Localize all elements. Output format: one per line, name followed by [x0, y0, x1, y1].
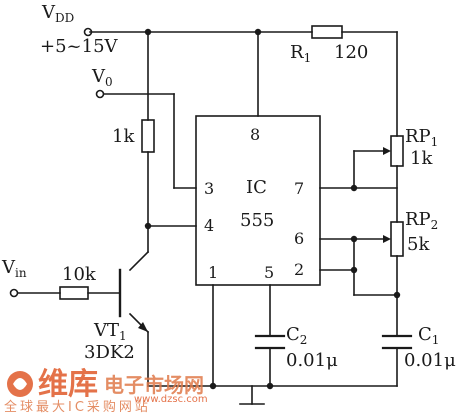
vt1-type: 3DK2: [84, 342, 135, 363]
c2-value: 0.01μ: [286, 350, 338, 371]
rp2-value: 5k: [407, 234, 430, 255]
pin-6-label: 6: [294, 229, 304, 248]
ic-model: 555: [240, 210, 274, 231]
watermark-slogan: 全球最大IC采购网站: [4, 399, 151, 414]
c2-capacitor: [254, 334, 286, 350]
watermark-brand: 维库: [38, 367, 98, 402]
watermark-url: www.dzsc.com: [134, 394, 208, 405]
ic-555-body: [195, 115, 321, 286]
vt1-name: VT1: [93, 320, 127, 343]
rp2-name: RP2: [405, 209, 438, 232]
c1-capacitor: [381, 334, 413, 350]
watermark: 维库 电子市场网 www.dzsc.com 全球最大IC采购网站: [4, 367, 208, 414]
c1-value: 0.01μ: [404, 350, 456, 371]
pin-4-label: 4: [204, 216, 214, 235]
pin-2-label: 2: [294, 260, 304, 279]
vdd-label: VDD: [41, 2, 74, 25]
ic-title: IC: [246, 177, 267, 198]
rp1-potentiometer: [390, 135, 404, 167]
rp2-potentiometer: [390, 221, 404, 257]
rb-value: 10k: [62, 264, 97, 285]
rc-value: 1k: [112, 126, 135, 147]
pin-1-label: 1: [208, 263, 218, 282]
vdd-range: +5~15V: [40, 36, 119, 57]
vin-label: Vin: [1, 257, 27, 280]
transistor-vt1: [118, 268, 148, 332]
pin-3-label: 3: [204, 179, 214, 198]
pin-8-label: 8: [250, 125, 260, 144]
rp1-name: RP1: [405, 126, 438, 149]
vdd-terminal: [83, 27, 93, 37]
pin-5-label: 5: [264, 263, 274, 282]
junction-dots: [144, 28, 401, 390]
rb-resistor: [59, 286, 89, 300]
r1-value: 120: [334, 42, 368, 63]
rc-resistor: [141, 119, 155, 153]
vout-terminal: [95, 89, 105, 99]
rp1-wiper-arrow: [383, 147, 391, 155]
c2-name: C2: [286, 324, 307, 347]
vout-label: V0: [91, 66, 113, 89]
watermark-tagline: 电子市场网: [104, 373, 204, 397]
c1-name: C1: [418, 324, 439, 347]
rp1-value: 1k: [410, 148, 433, 169]
r1-resistor: [311, 25, 343, 39]
r1-name: R1: [290, 42, 311, 65]
rp2-wiper-arrow: [383, 235, 391, 243]
vin-terminal: [9, 288, 19, 298]
pin-7-label: 7: [294, 179, 304, 198]
